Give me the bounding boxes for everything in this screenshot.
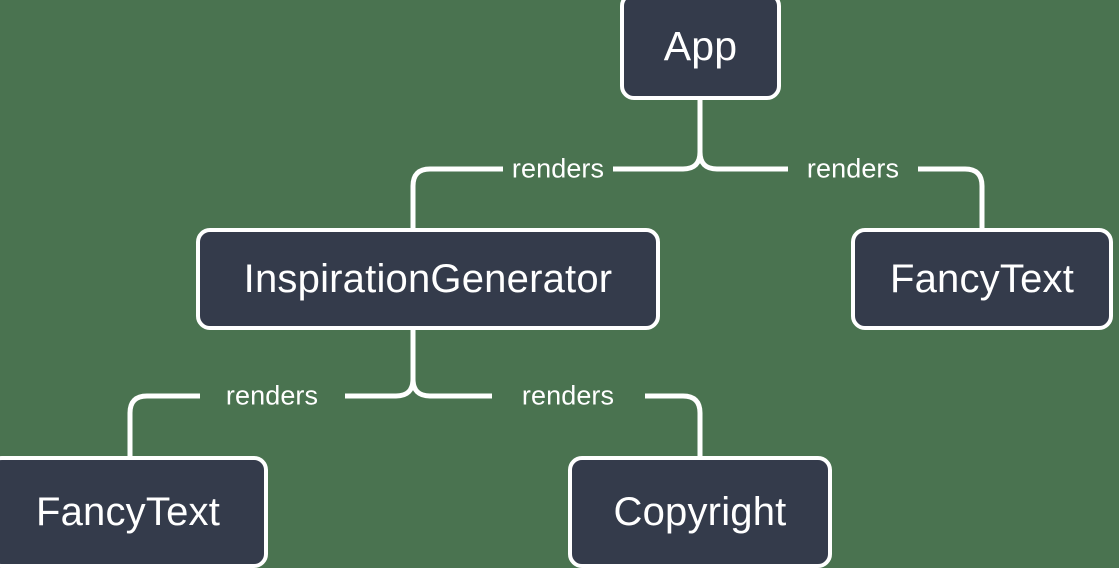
edge-inspiration-to-copyright [410,378,492,399]
edge-label-inspiration-generator-to-fancytext: renders [225,380,319,411]
node-fancytext-right[interactable]: FancyText [851,228,1113,330]
edge-inspiration-to-fancytext [345,378,416,399]
edge-label-app-to-fancytext: renders [806,153,900,184]
edge-inspiration-to-copyright-tail [645,393,703,456]
edge-app-to-inspiration-tail [410,166,503,228]
edge-app-to-fancytext-right [697,151,788,172]
edge-inspiration-to-fancytext-tail [127,393,200,456]
edge-label-app-to-inspiration-generator: renders [511,153,605,184]
node-inspiration-generator[interactable]: InspirationGenerator [196,228,660,330]
edge-app-to-inspiration [613,151,703,172]
edge-label-inspiration-generator-to-copyright: renders [521,380,615,411]
node-app[interactable]: App [620,0,781,100]
node-copyright[interactable]: Copyright [568,456,832,568]
edge-app-to-fancytext-right-tail [918,166,985,228]
node-fancytext-bottom[interactable]: FancyText [0,456,268,568]
